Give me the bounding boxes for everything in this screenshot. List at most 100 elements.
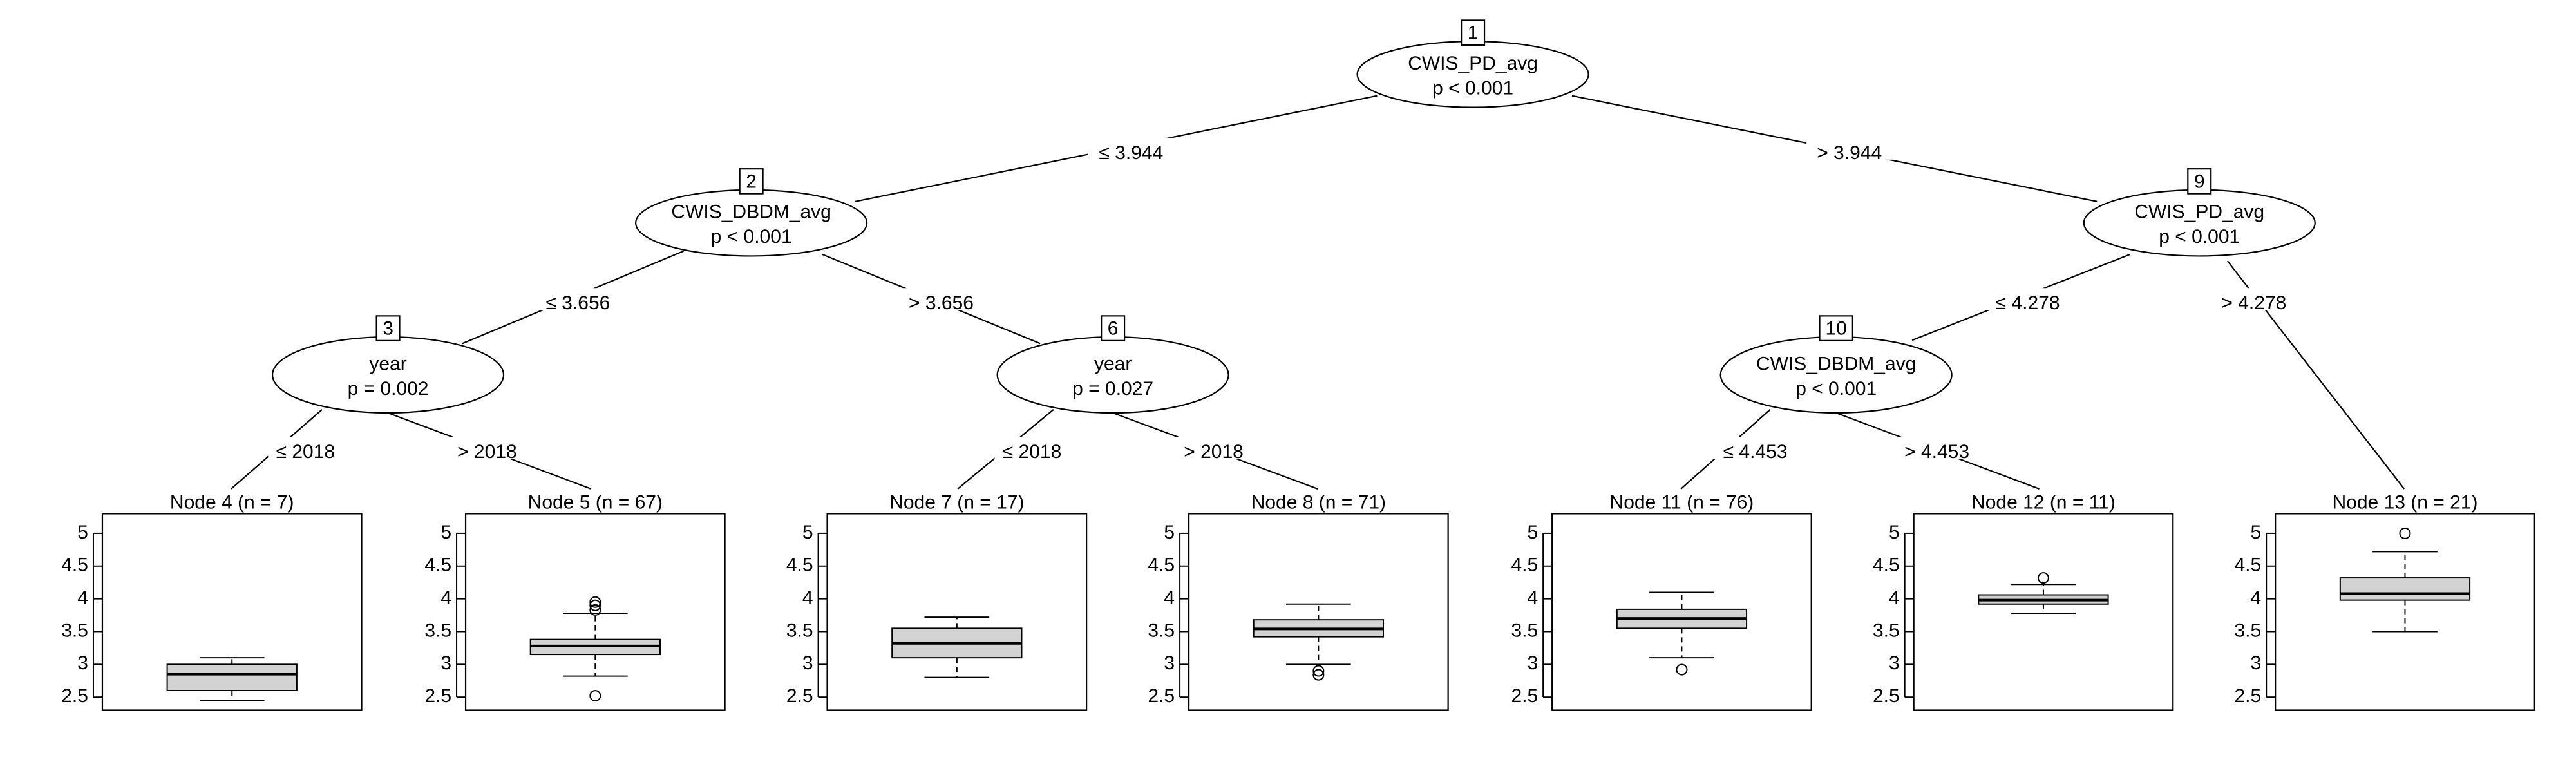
y-tick-label: 3 <box>802 653 813 674</box>
terminal-node-11: Node 11 (n = 76)54.543.532.5 <box>1511 491 1812 711</box>
y-tick-label: 3.5 <box>786 620 813 641</box>
y-tick-label: 3.5 <box>1873 620 1900 641</box>
outlier-point <box>589 596 601 608</box>
terminal-node-8: Node 8 (n = 71)54.543.532.5 <box>1148 491 1449 711</box>
y-tick-label: 3 <box>1527 653 1538 674</box>
edge-label-1-2: ≤ 3.944 <box>1099 142 1163 164</box>
edge-label-bg <box>1088 137 1174 160</box>
panel-title: Node 8 (n = 71) <box>1251 491 1386 513</box>
y-tick-label: 2.5 <box>1873 685 1900 707</box>
terminal-node-13: Node 13 (n = 21)54.543.532.5 <box>2234 491 2535 711</box>
node-id-box <box>1101 315 1126 341</box>
node-id: 1 <box>1468 23 1479 44</box>
y-tick-label: 5 <box>77 522 88 543</box>
y-tick-label: 3 <box>1889 653 1900 674</box>
edge-label-1-9: > 3.944 <box>1817 142 1882 164</box>
node-id-box <box>1819 315 1853 341</box>
node-p-value: p < 0.001 <box>1432 77 1513 99</box>
edge-label-bg <box>2211 288 2297 310</box>
node-ellipse <box>1719 336 1953 414</box>
node-variable: year <box>1094 354 1132 375</box>
node-id-box <box>1461 19 1486 46</box>
y-tick-label: 3 <box>2251 653 2262 674</box>
node-variable: CWIS_PD_avg <box>1408 53 1538 74</box>
edge-label-bg <box>898 288 984 310</box>
outlier-point <box>2037 572 2049 584</box>
panel-frame <box>1188 513 1449 711</box>
y-tick-label: 5 <box>440 522 451 543</box>
y-tick-label: 4.5 <box>1511 555 1538 576</box>
node-p-value: p < 0.001 <box>1795 378 1877 399</box>
y-tick-label: 3 <box>77 653 88 674</box>
edge-label-bg <box>1985 288 2071 310</box>
edge-label-bg <box>1806 137 1893 160</box>
terminal-node-5: Node 5 (n = 67)54.543.532.5 <box>424 491 726 711</box>
node-id: 10 <box>1825 318 1846 339</box>
y-tick-label: 4 <box>1527 587 1538 609</box>
edge-labels-layer: ≤ 3.944> 3.944≤ 3.656> 3.656≤ 2018> 2018… <box>268 137 2297 463</box>
panel-title: Node 7 (n = 17) <box>889 491 1024 513</box>
outlier-point <box>2399 527 2411 539</box>
outlier-point <box>589 690 601 702</box>
edge-label-bg <box>1176 436 1251 459</box>
node-variable: CWIS_DBDM_avg <box>671 202 831 223</box>
y-tick-label: 2.5 <box>2234 685 2261 707</box>
edge-label-6-7: ≤ 2018 <box>1003 441 1062 463</box>
edge-label-bg <box>535 288 621 310</box>
outlier-point <box>1312 665 1325 677</box>
y-tick-label: 2.5 <box>1511 685 1538 707</box>
node-variable: CWIS_PD_avg <box>2134 202 2264 223</box>
y-tick-label: 4 <box>77 587 88 609</box>
node-id-box <box>2187 168 2212 195</box>
node-id: 6 <box>1108 318 1119 339</box>
edge-label-bg <box>1712 436 1799 459</box>
outlier-point <box>1312 669 1325 681</box>
panel-title: Node 4 (n = 7) <box>170 491 294 513</box>
node-id: 3 <box>383 318 393 339</box>
box-iqr <box>2339 577 2471 601</box>
edge-label-9-10: ≤ 4.278 <box>1996 292 2060 314</box>
node-ellipse <box>996 336 1229 414</box>
y-tick-label: 2.5 <box>61 685 88 707</box>
box-iqr <box>166 663 298 692</box>
inner-node-3: year p = 0.002 3 <box>271 315 505 414</box>
y-tick-label: 4 <box>440 587 451 609</box>
outlier-point <box>589 604 601 616</box>
y-tick-label: 4.5 <box>2234 555 2261 576</box>
node-p-value: p = 0.002 <box>348 378 429 399</box>
panel-frame <box>464 513 726 711</box>
y-tick-label: 4 <box>1164 587 1175 609</box>
y-tick-label: 3.5 <box>2234 620 2261 641</box>
panel-frame <box>1913 513 2174 711</box>
terminal-node-12: Node 12 (n = 11)54.543.532.5 <box>1873 491 2174 711</box>
node-p-value: p = 0.027 <box>1072 378 1153 399</box>
edge-label-bg <box>994 436 1070 459</box>
node-p-value: p < 0.001 <box>2159 226 2240 247</box>
edge-label-9-13: > 4.278 <box>2221 292 2286 314</box>
inner-node-6: year p = 0.027 6 <box>996 315 1229 414</box>
terminal-node-7: Node 7 (n = 17)54.543.532.5 <box>786 491 1088 711</box>
y-tick-label: 4 <box>1889 587 1900 609</box>
y-tick-label: 4.5 <box>786 555 813 576</box>
outlier-point <box>589 599 601 611</box>
edge-label-3-4: ≤ 2018 <box>276 441 336 463</box>
node-id: 2 <box>746 171 757 192</box>
y-tick-label: 4.5 <box>61 555 88 576</box>
edge-label-10-11: ≤ 4.453 <box>1723 441 1788 463</box>
node-variable: year <box>369 354 406 375</box>
y-tick-label: 4 <box>802 587 813 609</box>
y-tick-label: 3.5 <box>61 620 88 641</box>
node-id-box <box>739 168 764 195</box>
y-tick-label: 3 <box>440 653 451 674</box>
edge-label-6-8: > 2018 <box>1184 441 1244 463</box>
y-tick-label: 3.5 <box>1148 620 1175 641</box>
terminal-node-4: Node 4 (n = 7) 5 4.5 4 3.5 3 2.5 <box>61 491 363 711</box>
y-tick-label: 4.5 <box>1148 555 1175 576</box>
